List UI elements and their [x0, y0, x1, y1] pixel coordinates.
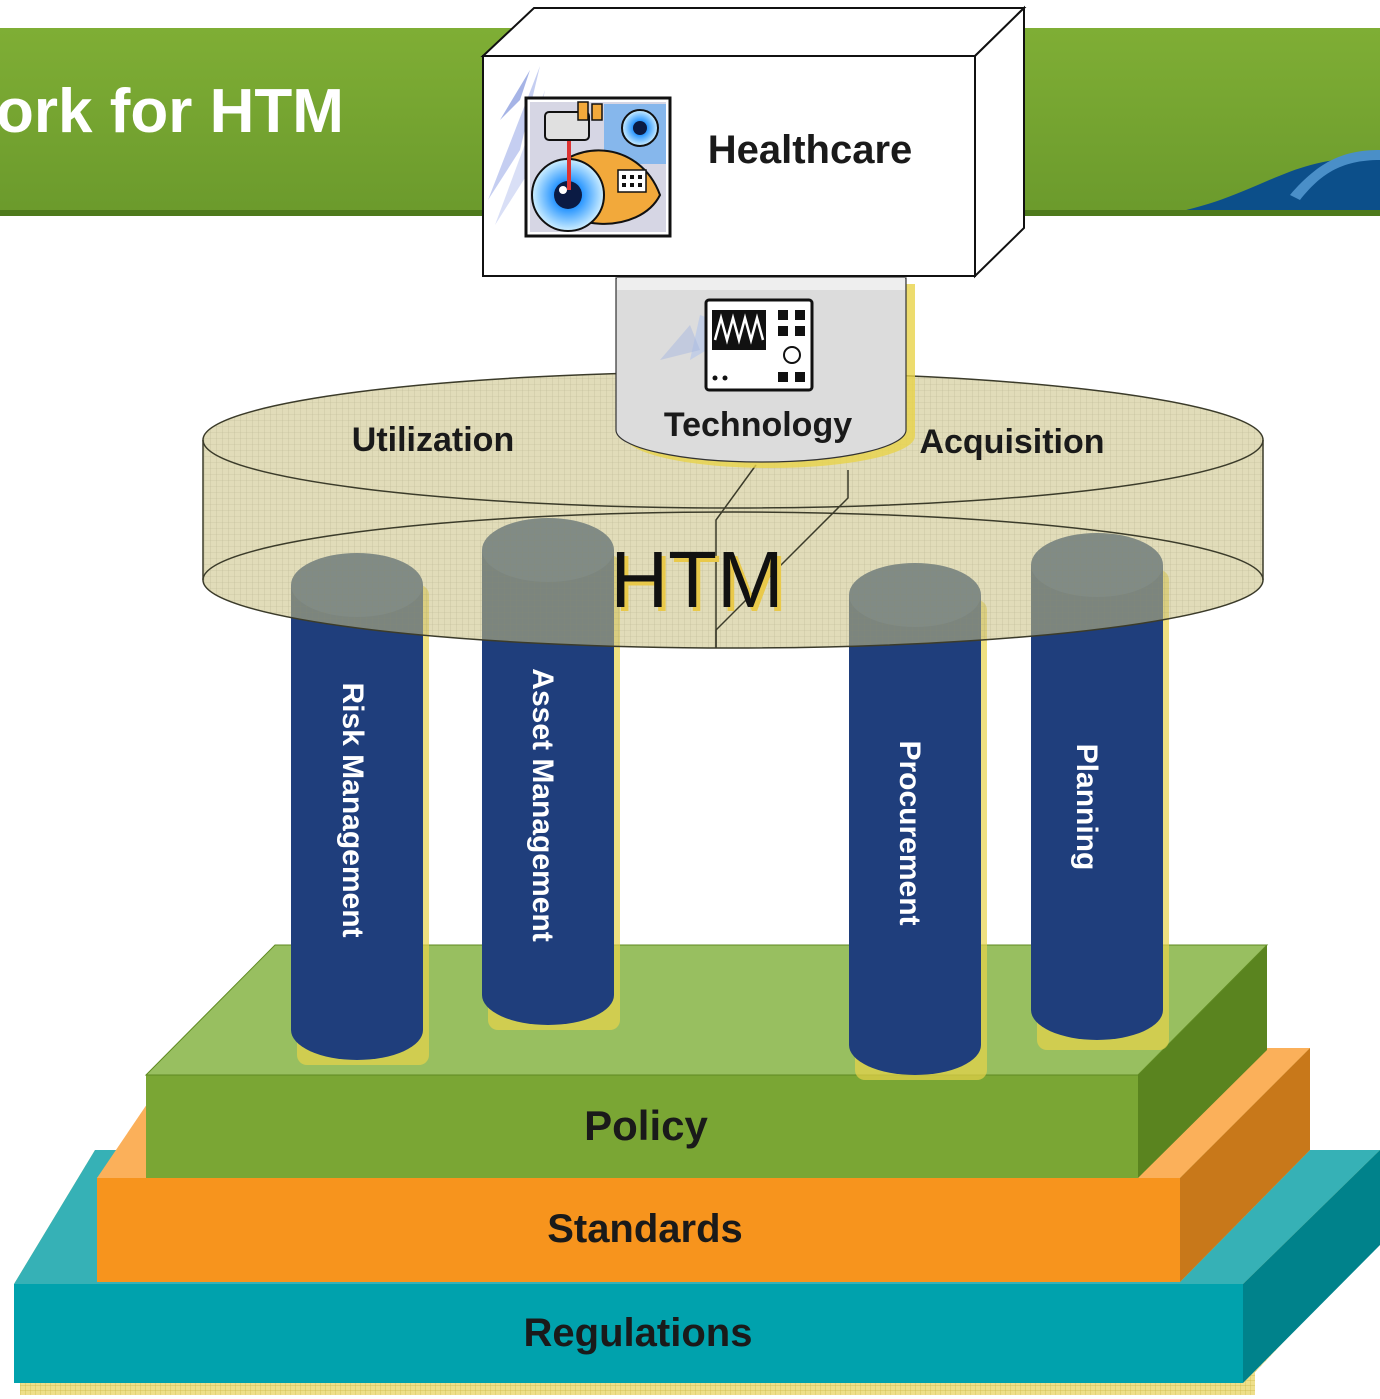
pillar-label-risk-management: Risk Management — [336, 682, 369, 937]
page-title: ork for HTM — [0, 77, 344, 146]
policy-label: Policy — [584, 1102, 708, 1149]
pillar-label-asset-management: Asset Management — [526, 668, 559, 941]
oscilloscope-icon — [660, 298, 814, 392]
ring-center-shadow: HTM — [614, 539, 787, 628]
pillar-label-procurement: Procurement — [893, 740, 926, 925]
eye-microscope-icon — [488, 66, 672, 238]
technology-cylinder: Technology — [615, 277, 915, 468]
ring-center-label: HTM — [610, 535, 783, 624]
technology-label: Technology — [664, 406, 852, 444]
pillars: Risk Management Asset Management Procure… — [291, 518, 1169, 1080]
healthcare-label: Healthcare — [708, 128, 913, 172]
regulations-label: Regulations — [524, 1311, 753, 1355]
pillar-label-planning: Planning — [1070, 744, 1103, 871]
standards-label: Standards — [547, 1207, 743, 1251]
ring-label-utilization: Utilization — [352, 421, 514, 459]
healthcare-box: Healthcare — [480, 5, 1027, 279]
ring-label-acquisition: Acquisition — [919, 423, 1104, 461]
